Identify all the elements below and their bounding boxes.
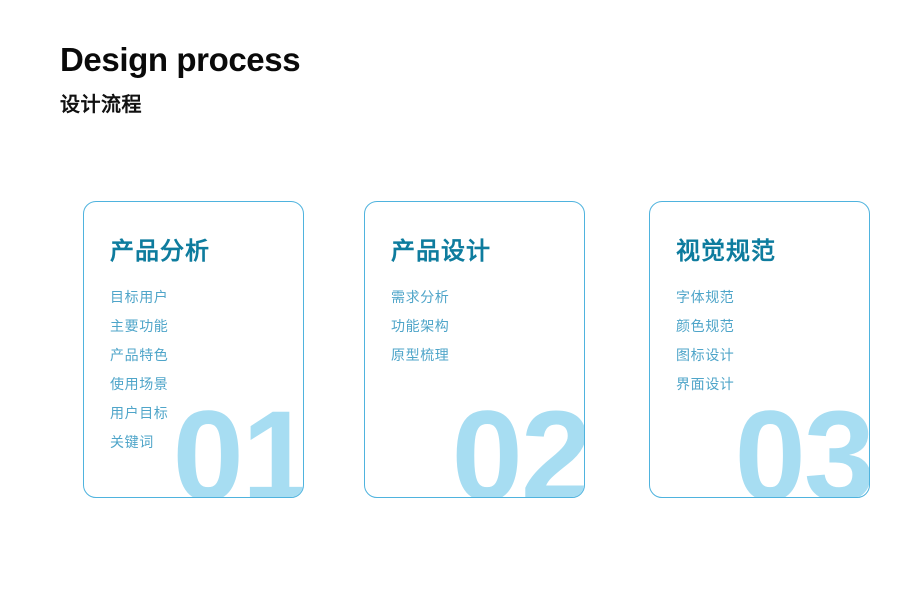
card-watermark-number: 02 [451,385,585,498]
card-title: 产品分析 [110,238,210,265]
list-item: 目标用户 [110,288,169,305]
list-item: 原型梳理 [391,346,450,363]
list-item: 用户目标 [110,404,169,421]
card-content: 产品设计 需求分析 功能架构 原型梳理 [365,202,584,497]
list-item: 颜色规范 [676,317,735,334]
process-card-01[interactable]: 01 产品分析 目标用户 主要功能 产品特色 使用场景 用户目标 关键词 [83,201,304,498]
list-item: 产品特色 [110,346,169,363]
process-card-group: 01 产品分析 目标用户 主要功能 产品特色 使用场景 用户目标 关键词 02 … [83,201,874,500]
card-item-list: 需求分析 功能架构 原型梳理 [391,283,584,370]
page-subtitle: 设计流程 [60,94,142,117]
card-title: 视觉规范 [676,238,776,265]
list-item: 需求分析 [391,288,450,305]
card-item-list: 字体规范 颜色规范 图标设计 界面设计 [676,283,869,399]
card-content: 视觉规范 字体规范 颜色规范 图标设计 界面设计 [650,202,869,497]
list-item: 关键词 [110,433,154,450]
slide-header: Design process 设计流程 [60,41,301,117]
card-watermark-number: 03 [734,385,870,498]
list-item: 使用场景 [110,375,169,392]
page-title: Design process [60,41,301,78]
list-item: 界面设计 [676,375,735,392]
card-content: 产品分析 目标用户 主要功能 产品特色 使用场景 用户目标 关键词 [84,202,303,497]
list-item: 主要功能 [110,317,169,334]
process-card-02[interactable]: 02 产品设计 需求分析 功能架构 原型梳理 [364,201,585,498]
list-item: 字体规范 [676,288,735,305]
card-item-list: 目标用户 主要功能 产品特色 使用场景 用户目标 关键词 [110,283,303,457]
card-watermark-number: 01 [172,385,304,498]
card-title: 产品设计 [391,238,491,265]
list-item: 功能架构 [391,317,450,334]
process-card-03[interactable]: 03 视觉规范 字体规范 颜色规范 图标设计 界面设计 [649,201,870,498]
list-item: 图标设计 [676,346,735,363]
